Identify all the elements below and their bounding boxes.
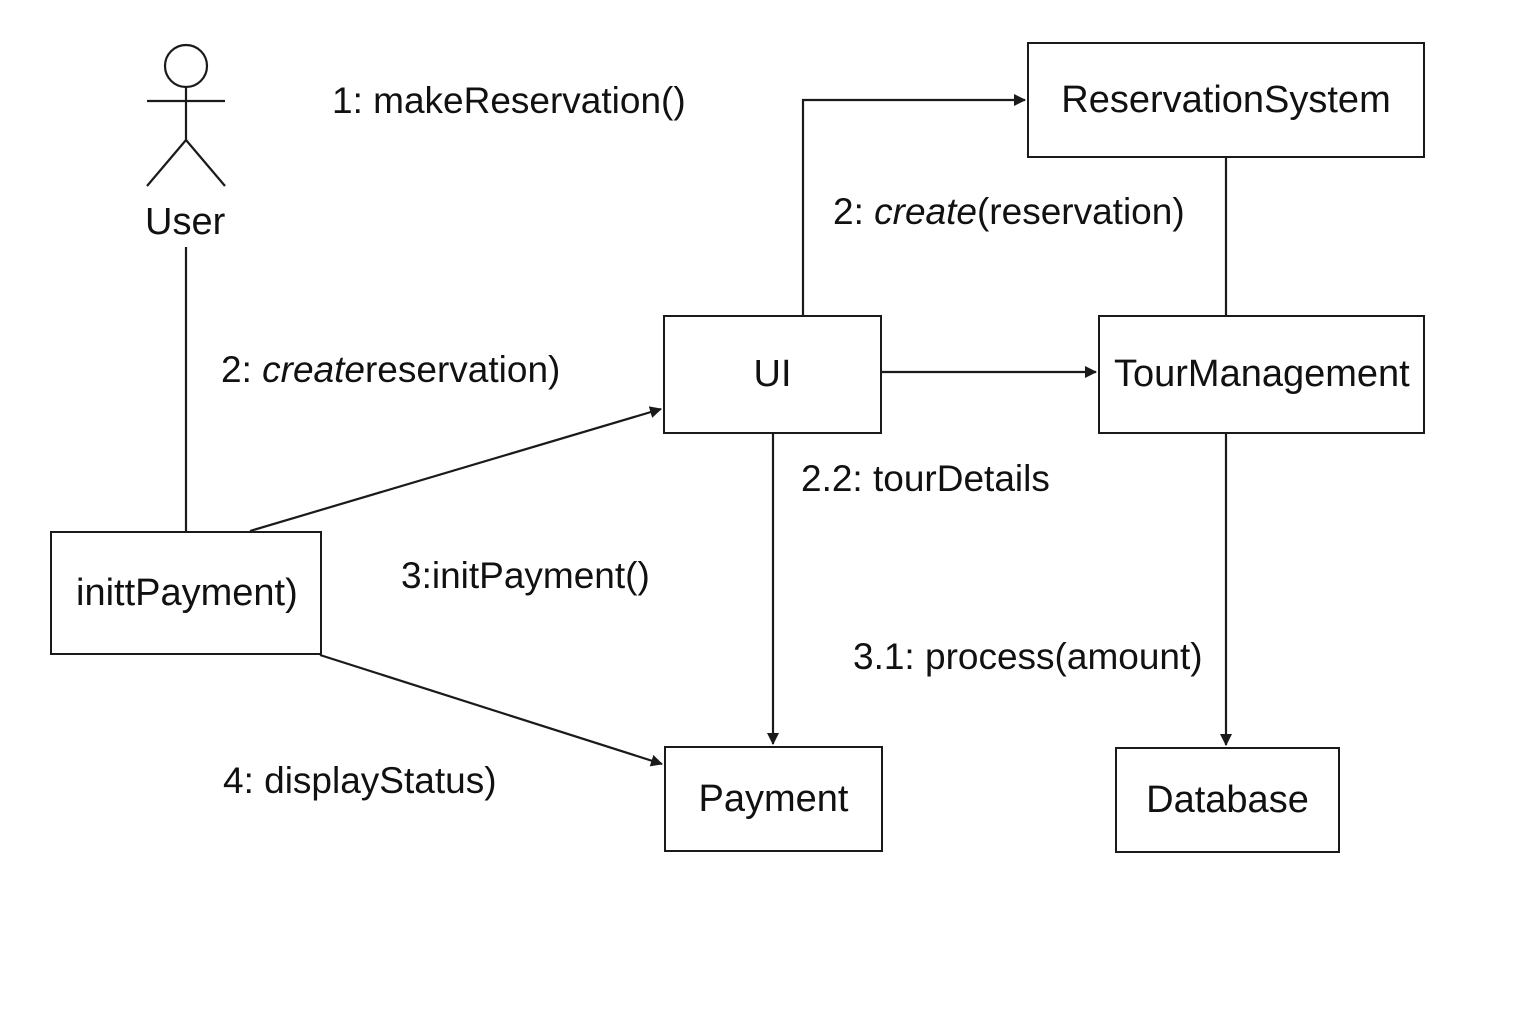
- message-process-amount: 3.1: process(amount): [853, 636, 1203, 677]
- message-make-reservation: 1: makeReservation(): [332, 80, 686, 121]
- ui-object[interactable]: UI: [663, 315, 882, 434]
- message-tour-details: 2.2: tourDetails: [801, 458, 1050, 499]
- message-display-status: 4: displayStatus): [223, 760, 497, 801]
- actor-user-icon: [146, 43, 226, 187]
- link-initpayment-payment: [319, 653, 663, 767]
- message-create-upper-italic: create: [874, 191, 977, 232]
- database-object[interactable]: Database: [1115, 747, 1340, 853]
- reservation-system-label: ReservationSystem: [1061, 78, 1391, 121]
- message-create-upper-suffix: (reservation): [976, 191, 1185, 232]
- tour-management-object[interactable]: TourManagement: [1098, 315, 1425, 434]
- message-create-reservation-lower: 2: createreservation): [221, 351, 560, 388]
- message-init-payment: 3:initPayment(): [401, 555, 650, 596]
- payment-label: Payment: [698, 777, 849, 820]
- tour-management-label: TourManagement: [1114, 353, 1410, 395]
- ui-label: UI: [753, 353, 792, 395]
- payment-object[interactable]: Payment: [664, 746, 883, 852]
- link-ui-reservationsystem: [801, 94, 1026, 315]
- link-initpayment-ui: [249, 406, 662, 533]
- message-create-lower-prefix: 2:: [221, 349, 263, 390]
- database-label: Database: [1146, 778, 1309, 821]
- message-create-lower-italic: create: [262, 349, 365, 390]
- actor-user-label: User: [145, 201, 226, 243]
- message-create-lower-suffix: reservation): [364, 349, 561, 390]
- message-create-upper-prefix: 2:: [833, 191, 875, 232]
- init-payment-object[interactable]: inittPayment): [50, 531, 322, 655]
- message-create-reservation-upper: 2: create(reservation): [833, 193, 1185, 230]
- init-payment-label: inittPayment): [76, 571, 298, 614]
- reservation-system-object[interactable]: ReservationSystem: [1027, 42, 1425, 158]
